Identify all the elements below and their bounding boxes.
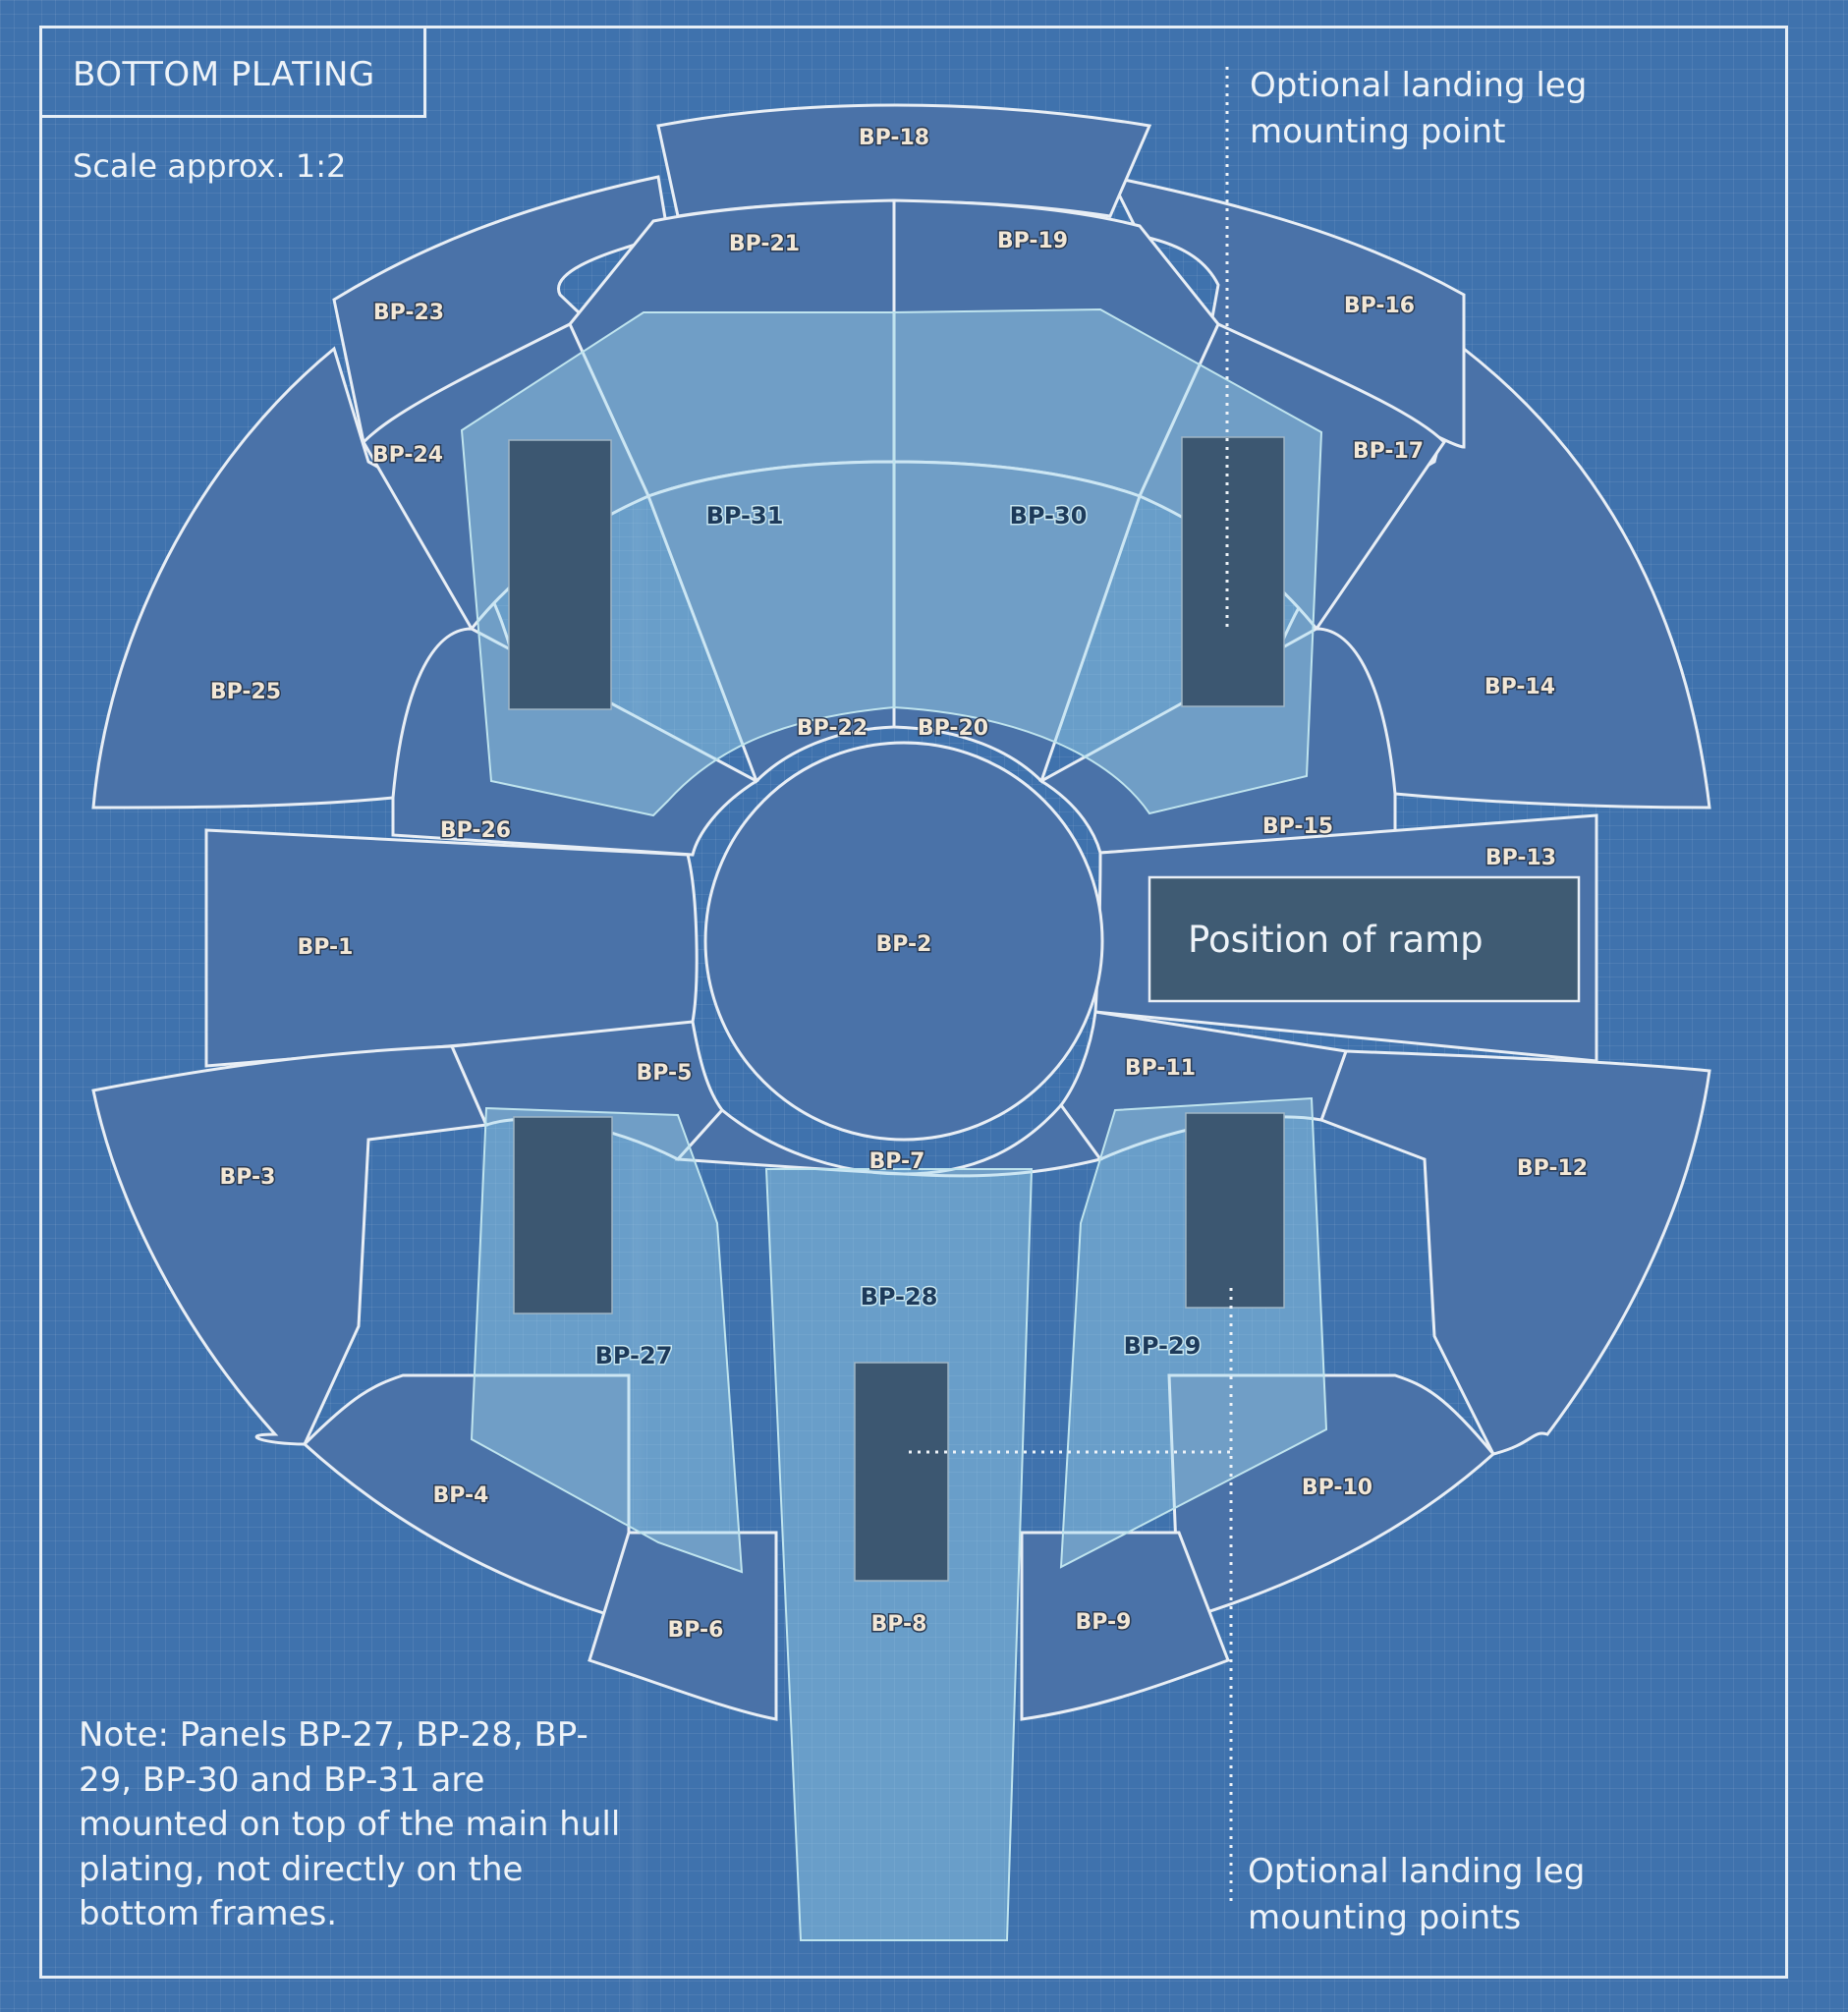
scale-note: Scale approx. 1:2 — [73, 147, 347, 185]
title-box — [39, 26, 426, 118]
label-bp-31: BP-31 — [706, 502, 784, 530]
callout-bottom-line1: Optional landing leg — [1248, 1852, 1586, 1891]
cutout-bp27 — [513, 1116, 613, 1314]
ramp-label: Position of ramp — [1188, 919, 1484, 961]
label-bp-20: BP-20 — [918, 716, 988, 741]
callout-bottom-line2: mounting points — [1248, 1898, 1522, 1937]
label-bp-26: BP-26 — [440, 818, 511, 843]
cutout-bp30 — [1181, 436, 1285, 707]
callout-top-line1: Optional landing leg — [1250, 66, 1588, 105]
label-bp-23: BP-23 — [373, 301, 444, 325]
panel-bp-9 — [1020, 1531, 1230, 1721]
label-bp-15: BP-15 — [1262, 814, 1333, 839]
label-bp-9: BP-9 — [1076, 1610, 1132, 1635]
label-bp-8: BP-8 — [871, 1612, 927, 1637]
panel-bp-20 — [892, 460, 1142, 784]
label-bp-29: BP-29 — [1124, 1332, 1202, 1360]
label-bp-12: BP-12 — [1517, 1156, 1588, 1181]
label-bp-14: BP-14 — [1484, 675, 1555, 699]
label-bp-2: BP-2 — [876, 932, 932, 957]
label-bp-28: BP-28 — [861, 1283, 938, 1311]
label-bp-30: BP-30 — [1010, 502, 1088, 530]
panel-bp-2 — [703, 741, 1104, 1142]
cutout-bp31 — [508, 439, 612, 710]
label-bp-4: BP-4 — [433, 1483, 489, 1508]
cutout-bp29 — [1185, 1112, 1285, 1309]
panel-bp-6 — [588, 1531, 778, 1721]
label-bp-22: BP-22 — [797, 716, 868, 741]
cutout-bp28 — [854, 1362, 949, 1582]
panel-bp-15 — [1038, 627, 1397, 855]
label-bp-27: BP-27 — [595, 1342, 673, 1369]
label-bp-17: BP-17 — [1353, 439, 1424, 464]
callout-top-line2: mounting point — [1250, 112, 1506, 151]
label-bp-5: BP-5 — [637, 1061, 693, 1086]
callout-landing-leg-bottom: Optional landing leg mounting points — [1248, 1849, 1585, 1941]
label-bp-7: BP-7 — [869, 1149, 925, 1174]
label-bp-16: BP-16 — [1344, 294, 1415, 318]
label-bp-24: BP-24 — [372, 443, 443, 468]
diagram-title: BOTTOM PLATING — [73, 55, 375, 94]
label-bp-6: BP-6 — [668, 1618, 724, 1643]
panel-bp-12 — [1319, 1049, 1711, 1456]
label-bp-11: BP-11 — [1125, 1056, 1196, 1081]
label-bp-3: BP-3 — [220, 1165, 276, 1190]
label-bp-10: BP-10 — [1302, 1476, 1372, 1500]
label-bp-25: BP-25 — [210, 680, 281, 704]
mounting-note: Note: Panels BP-27, BP-28, BP-29, BP-30 … — [79, 1715, 621, 1933]
callout-landing-leg-top: Optional landing leg mounting point — [1250, 63, 1587, 155]
label-bp-21: BP-21 — [729, 232, 800, 256]
label-bp-18: BP-18 — [859, 126, 929, 150]
label-bp-19: BP-19 — [997, 229, 1068, 253]
panel-bp-3 — [91, 1044, 489, 1446]
ramp-position-box — [1148, 875, 1581, 1003]
panel-bp-4 — [302, 1373, 631, 1624]
label-bp-1: BP-1 — [298, 935, 354, 960]
label-bp-13: BP-13 — [1485, 846, 1556, 870]
page-border — [39, 26, 1788, 1979]
